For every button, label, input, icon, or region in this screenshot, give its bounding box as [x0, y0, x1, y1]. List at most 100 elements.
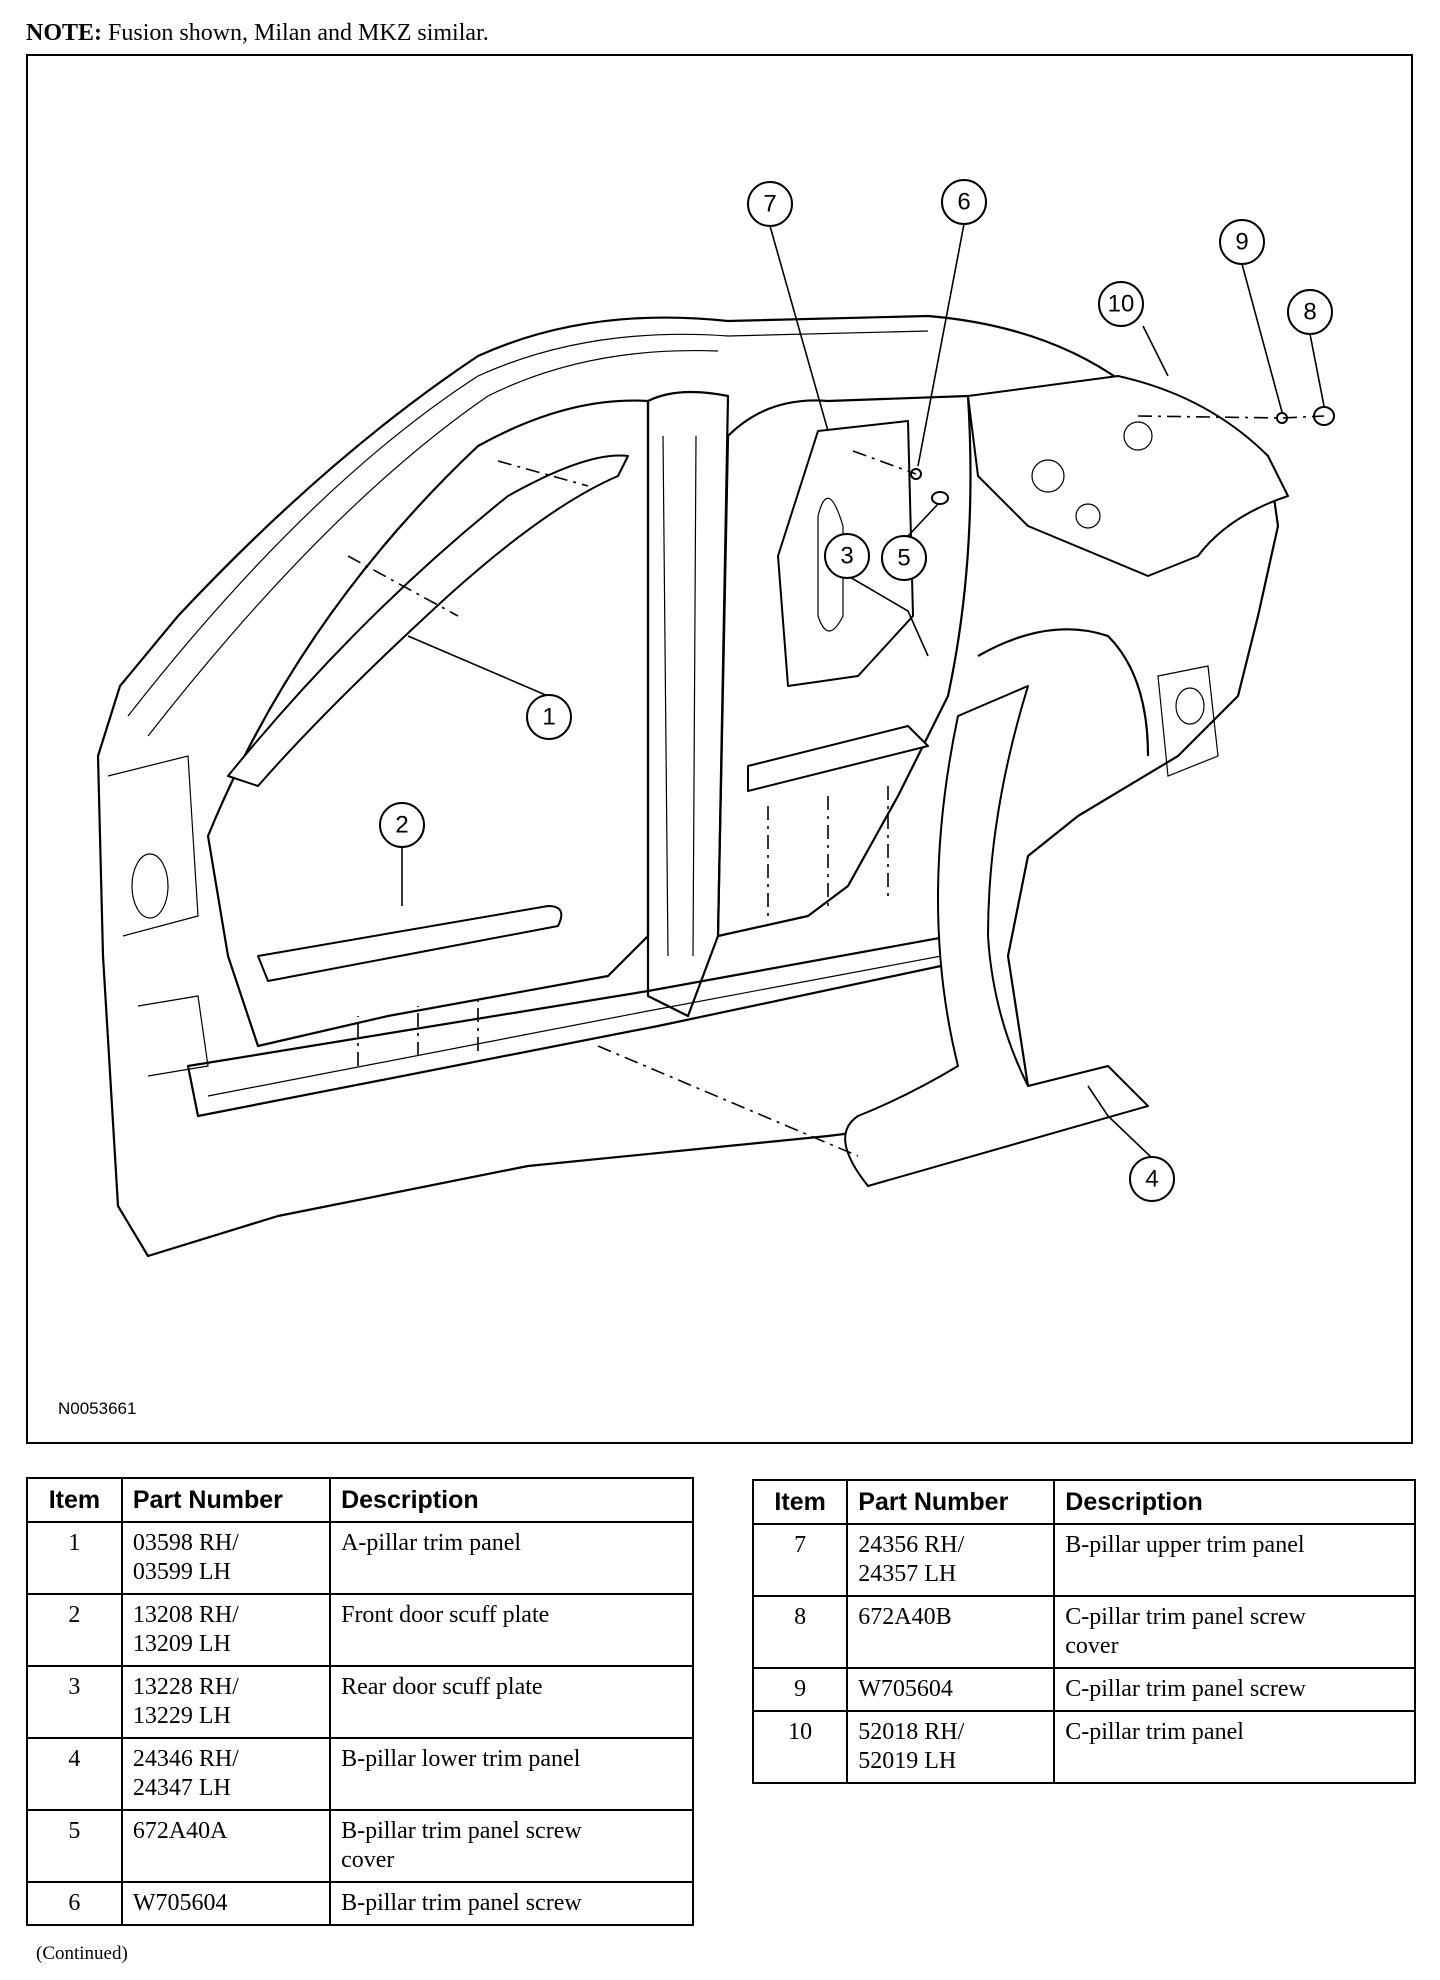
part-number-line: 13209 LH	[132, 1631, 231, 1657]
description-line: cover	[1065, 1633, 1119, 1659]
header-description: Description	[329, 1477, 694, 1523]
part-number-line: 24347 LH	[132, 1775, 231, 1801]
svg-text:2: 2	[395, 812, 408, 839]
note-label: NOTE:	[26, 20, 103, 46]
header-part-number: Part Number	[846, 1479, 1056, 1525]
cell-item: 5	[26, 1809, 123, 1883]
roof-rail-inner	[147, 349, 719, 737]
description-line: Rear door scuff plate	[341, 1674, 543, 1700]
header-description: Description	[1053, 1479, 1416, 1525]
part-number-line: W705604	[132, 1890, 228, 1916]
cell-item: 9	[751, 1667, 849, 1712]
part-number-line: 52018 RH/	[858, 1719, 965, 1745]
description-line: B-pillar trim panel screw	[341, 1890, 582, 1916]
b-pillar-lower-trim-panel	[844, 685, 1149, 1187]
cell-item: 8	[751, 1595, 849, 1669]
roof-rail	[127, 330, 929, 717]
svg-text:10: 10	[1108, 291, 1135, 318]
callout-6: 6	[941, 179, 987, 225]
cell-description: C-pillar trim panel	[1053, 1710, 1416, 1784]
svg-text:6: 6	[957, 189, 970, 216]
figure-id: N0053661	[58, 1399, 137, 1418]
cell-part-number: 13208 RH/13209 LH	[120, 1593, 332, 1667]
cell-part-number: 13228 RH/13229 LH	[120, 1665, 332, 1739]
description-line: C-pillar trim panel screw	[1065, 1676, 1306, 1702]
b-pillar-screw-cover	[931, 491, 949, 505]
svg-text:9: 9	[1235, 229, 1248, 256]
cell-part-number: 672A40A	[120, 1809, 332, 1883]
callout-3: 3	[824, 533, 870, 579]
diagram-frame: 1 2 3 4 5 6 7 8 9 10 N0053661	[26, 54, 1413, 1444]
cell-description: B-pillar trim panel screw	[329, 1881, 694, 1926]
front-door-scuff-plate	[257, 905, 563, 982]
table-row: 1 03598 RH/03599 LH A-pillar trim panel	[26, 1521, 694, 1595]
body-outline	[96, 314, 1280, 1258]
part-number-line: 03598 RH/	[132, 1530, 239, 1556]
b-pillar	[646, 390, 730, 1018]
svg-text:8: 8	[1303, 299, 1316, 326]
description-line: C-pillar trim panel	[1065, 1719, 1244, 1745]
part-number-line: 13228 RH/	[132, 1674, 239, 1700]
rear-wheel-arch	[977, 628, 1150, 757]
table-row: 9 W705604 C-pillar trim panel screw	[751, 1667, 1416, 1712]
description-line: C-pillar trim panel screw	[1065, 1604, 1306, 1630]
cell-item: 7	[751, 1523, 849, 1597]
part-number-line: 24357 LH	[858, 1561, 957, 1587]
rear-door-scuff-plate	[747, 725, 929, 792]
cell-description: A-pillar trim panel	[329, 1521, 694, 1595]
continued-label: (Continued)	[36, 1943, 128, 1964]
part-number-line: 13208 RH/	[132, 1602, 239, 1628]
description-line: B-pillar trim panel screw	[341, 1818, 582, 1844]
note-text: Fusion shown, Milan and MKZ similar.	[108, 20, 489, 46]
table-header-row: Item Part Number Description	[751, 1479, 1416, 1525]
cell-description: C-pillar trim panel screw	[1053, 1667, 1416, 1712]
table-row: 6 W705604 B-pillar trim panel screw	[26, 1881, 694, 1926]
c-pillar-trim-panel	[967, 375, 1289, 577]
front-door-opening	[206, 399, 650, 1048]
svg-text:5: 5	[897, 545, 910, 572]
description-line: B-pillar upper trim panel	[1065, 1532, 1305, 1558]
cell-part-number: 24356 RH/24357 LH	[846, 1523, 1056, 1597]
note-line: NOTE: Fusion shown, Milan and MKZ simila…	[26, 20, 489, 47]
body-side-illustration: 1 2 3 4 5 6 7 8 9 10	[96, 179, 1335, 1258]
cell-item: 3	[26, 1665, 123, 1739]
svg-text:3: 3	[840, 543, 853, 570]
part-number-line: 672A40B	[858, 1604, 952, 1630]
callout-5: 5	[881, 535, 927, 581]
cell-part-number: 24346 RH/24347 LH	[120, 1737, 332, 1811]
part-number-line: W705604	[858, 1676, 953, 1702]
cell-description: B-pillar trim panel screw cover	[329, 1809, 694, 1883]
cell-part-number: 52018 RH/52019 LH	[846, 1710, 1056, 1784]
cell-part-number: W705604	[120, 1881, 332, 1926]
part-number-line: 13229 LH	[132, 1703, 231, 1729]
svg-text:4: 4	[1145, 1166, 1158, 1193]
part-number-line: 03599 LH	[132, 1559, 231, 1585]
cell-item: 1	[26, 1521, 123, 1595]
cell-item: 6	[26, 1881, 123, 1926]
cell-description: Rear door scuff plate	[329, 1665, 694, 1739]
callout-9: 9	[1219, 219, 1265, 265]
header-part-number: Part Number	[120, 1477, 332, 1523]
cell-description: Front door scuff plate	[329, 1593, 694, 1667]
cell-part-number: W705604	[846, 1667, 1056, 1712]
rear-door-opening	[716, 394, 972, 938]
header-item: Item	[26, 1477, 123, 1523]
cell-description: B-pillar lower trim panel	[329, 1737, 694, 1811]
description-line: cover	[341, 1847, 395, 1873]
description-line: A-pillar trim panel	[341, 1530, 522, 1556]
description-line: Front door scuff plate	[341, 1602, 550, 1628]
cell-item: 2	[26, 1593, 123, 1667]
cell-description: B-pillar upper trim panel	[1053, 1523, 1416, 1597]
callout-10: 10	[1098, 281, 1144, 327]
callout-8: 8	[1287, 289, 1333, 335]
cell-part-number: 672A40B	[846, 1595, 1056, 1669]
part-number-line: 24346 RH/	[132, 1746, 239, 1772]
a-pillar-trim-panel	[227, 454, 629, 787]
description-line: B-pillar lower trim panel	[341, 1746, 581, 1772]
